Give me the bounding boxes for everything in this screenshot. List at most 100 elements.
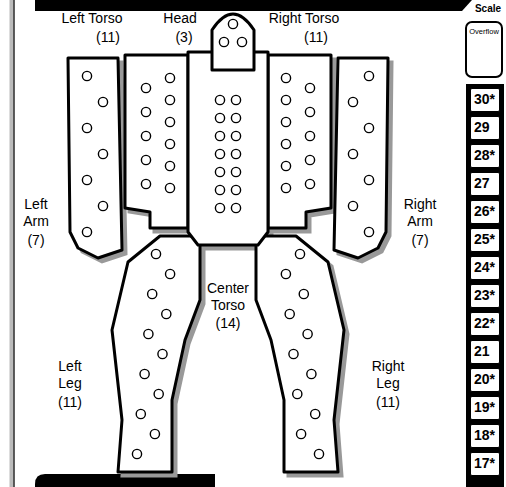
node-text: 28* bbox=[474, 145, 495, 166]
armor-pip bbox=[98, 149, 107, 158]
side-rule bbox=[13, 0, 15, 487]
armor-pip bbox=[82, 227, 91, 236]
part-label: Head bbox=[155, 10, 205, 27]
armor-pip bbox=[231, 113, 240, 122]
armor-pip bbox=[98, 97, 107, 106]
scale-heading: Scale bbox=[470, 0, 506, 17]
scale-cell: 27 bbox=[470, 172, 500, 196]
armor-pip bbox=[364, 227, 373, 236]
center-torso-shape bbox=[188, 52, 268, 245]
scale-cell: 29 bbox=[470, 116, 500, 140]
armor-pip bbox=[281, 95, 290, 104]
part-label: (11) bbox=[368, 394, 408, 411]
armor-pip bbox=[293, 389, 302, 398]
armor-pip bbox=[141, 155, 150, 164]
armor-pip bbox=[141, 83, 150, 92]
armor-pip bbox=[215, 113, 224, 122]
left-torso-shape bbox=[125, 55, 188, 228]
armor-pip bbox=[281, 73, 290, 82]
overflow-box: Overflow bbox=[467, 24, 501, 42]
armor-pip bbox=[162, 309, 171, 318]
armor-pip bbox=[215, 95, 224, 104]
armor-pip bbox=[305, 83, 314, 92]
armor-pip bbox=[348, 97, 357, 106]
scale-cell: 20* bbox=[470, 368, 500, 392]
scale-cell: 28* bbox=[470, 144, 500, 168]
armor-pip bbox=[295, 249, 304, 258]
armor-pip bbox=[297, 429, 306, 438]
mech-parts bbox=[68, 14, 388, 472]
armor-pip bbox=[305, 179, 314, 188]
armor-pip bbox=[151, 249, 160, 258]
armor-pip bbox=[141, 131, 150, 140]
armor-pip bbox=[281, 183, 290, 192]
scale-cell: 21 bbox=[470, 340, 500, 364]
armor-pip bbox=[166, 269, 175, 278]
node-text: 30* bbox=[474, 89, 495, 110]
armor-pip bbox=[231, 167, 240, 176]
part-label: Left Leg bbox=[48, 358, 92, 392]
left-leg-shape bbox=[112, 236, 200, 472]
scale-cell: 22* bbox=[470, 312, 500, 336]
armor-pip bbox=[82, 175, 91, 184]
armor-pip bbox=[303, 329, 312, 338]
part-label: Left Torso bbox=[47, 10, 137, 27]
part-label: Right Leg bbox=[364, 358, 412, 392]
armor-pip bbox=[231, 95, 240, 104]
armor-pip bbox=[154, 389, 163, 398]
armor-pip bbox=[144, 329, 153, 338]
armor-pip bbox=[364, 71, 373, 80]
armor-pip bbox=[228, 19, 237, 28]
armor-pip bbox=[165, 183, 174, 192]
armor-pip bbox=[215, 185, 224, 194]
right-torso-shape bbox=[268, 55, 331, 228]
armor-pip bbox=[281, 269, 290, 278]
armor-pip bbox=[165, 139, 174, 148]
scale-cell: 19* bbox=[470, 396, 500, 420]
armor-pip bbox=[82, 123, 91, 132]
right-leg-shape bbox=[256, 236, 344, 472]
armor-pip bbox=[311, 409, 320, 418]
part-label: (11) bbox=[88, 29, 128, 46]
armor-pip bbox=[305, 107, 314, 116]
scale-cell: 18* bbox=[470, 424, 500, 448]
node-text: 20* bbox=[474, 369, 495, 390]
node-text: 29 bbox=[474, 117, 490, 138]
overflow-frame bbox=[466, 22, 502, 77]
node-text: 24* bbox=[474, 257, 495, 278]
node-text: 22* bbox=[474, 313, 495, 334]
armor-pip bbox=[150, 429, 159, 438]
armor-pip bbox=[307, 369, 316, 378]
armor-pip bbox=[165, 161, 174, 170]
armor-pip bbox=[231, 203, 240, 212]
armor-pip bbox=[141, 179, 150, 188]
scale-column bbox=[466, 84, 504, 487]
armor-pip bbox=[231, 185, 240, 194]
armor-pip bbox=[348, 201, 357, 210]
armor-pip bbox=[82, 71, 91, 80]
armor-pip bbox=[364, 123, 373, 132]
armor-pip bbox=[165, 95, 174, 104]
armor-pip bbox=[132, 449, 141, 458]
scale-cell: 26* bbox=[470, 200, 500, 224]
armor-pip bbox=[281, 139, 290, 148]
left-arm-shape bbox=[68, 58, 122, 258]
node-text: 18* bbox=[474, 425, 495, 446]
armor-pips bbox=[82, 19, 373, 458]
armor-pip bbox=[231, 131, 240, 140]
armor-pip bbox=[281, 117, 290, 126]
armor-pip bbox=[281, 161, 290, 170]
part-label: Right Arm bbox=[396, 196, 444, 230]
armor-pip bbox=[219, 37, 228, 46]
armor-pip bbox=[285, 309, 294, 318]
node-text: 21 bbox=[474, 341, 490, 362]
node-text: 17* bbox=[474, 453, 495, 474]
armor-pip bbox=[305, 155, 314, 164]
armor-pip bbox=[165, 73, 174, 82]
side-rule bbox=[10, 0, 15, 487]
armor-pip bbox=[215, 167, 224, 176]
part-label: (11) bbox=[296, 29, 336, 46]
armor-pip bbox=[141, 107, 150, 116]
armor-pip bbox=[215, 203, 224, 212]
